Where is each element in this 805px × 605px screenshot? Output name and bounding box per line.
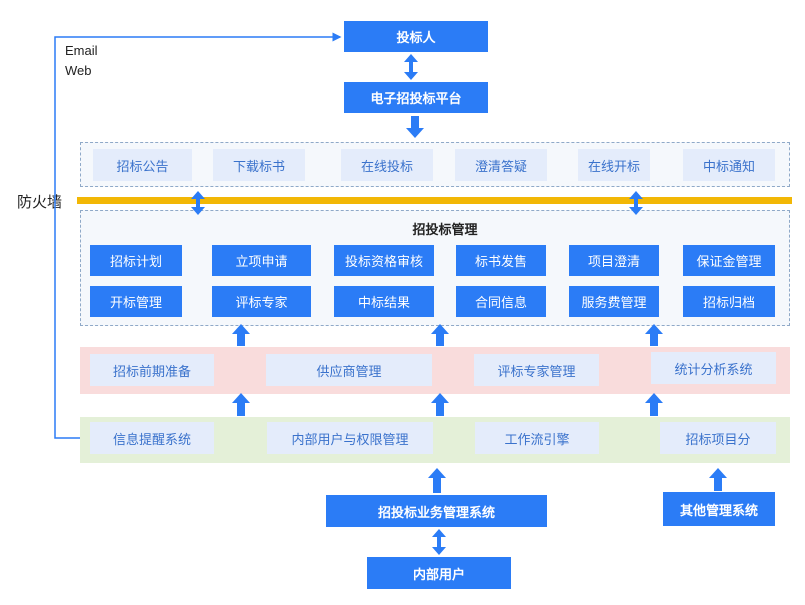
firewall-label: 防火墙 — [17, 194, 63, 211]
management-item: 合同信息 — [456, 286, 546, 317]
management-item: 招标归档 — [683, 286, 775, 317]
bidder-box: 投标人 — [344, 21, 488, 52]
management-item: 招标计划 — [90, 245, 182, 276]
firewall-right-arrow — [629, 191, 643, 215]
pink-band-item: 供应商管理 — [266, 354, 432, 386]
management-item: 服务费管理 — [569, 286, 659, 317]
platform-box: 电子招投标平台 — [344, 82, 488, 113]
portal-item: 中标通知 — [683, 149, 775, 181]
management-item: 保证金管理 — [683, 245, 775, 276]
pink-up-arrow-1 — [232, 324, 250, 346]
portal-panel — [80, 142, 790, 187]
portal-item: 澄清答疑 — [455, 149, 547, 181]
management-title: 招投标管理 — [412, 222, 478, 237]
pink-band-item: 评标专家管理 — [474, 354, 599, 386]
green-band-item: 工作流引擎 — [475, 422, 599, 454]
bidder-platform-arrow — [404, 54, 418, 80]
internal-users-box: 内部用户 — [367, 557, 511, 589]
other-system-box: 其他管理系统 — [663, 492, 775, 526]
green-up-arrow-2 — [431, 393, 449, 416]
portal-item: 招标公告 — [93, 149, 192, 181]
management-item: 项目澄清 — [569, 245, 659, 276]
portal-item: 在线投标 — [341, 149, 433, 181]
management-item: 中标结果 — [334, 286, 434, 317]
management-item: 评标专家 — [212, 286, 311, 317]
business-up-arrow — [428, 468, 446, 493]
business-users-arrow — [432, 529, 446, 555]
management-item: 立项申请 — [212, 245, 311, 276]
email-web-connector — [54, 32, 342, 439]
channel-email-label: Email — [65, 43, 98, 58]
channel-web-label: Web — [65, 63, 92, 78]
green-band-item: 信息提醒系统 — [90, 422, 214, 454]
portal-item: 在线开标 — [578, 149, 650, 181]
firewall-left-arrow — [191, 191, 205, 215]
other-up-arrow — [709, 468, 727, 491]
management-item: 开标管理 — [90, 286, 182, 317]
platform-portal-arrow — [406, 116, 424, 138]
business-system-box: 招投标业务管理系统 — [326, 495, 547, 527]
green-band-item: 内部用户与权限管理 — [267, 422, 433, 454]
green-band-item: 招标项目分 — [660, 422, 776, 454]
firewall-bar — [77, 197, 792, 204]
green-up-arrow-1 — [232, 393, 250, 416]
management-panel — [80, 210, 790, 326]
management-item: 标书发售 — [456, 245, 546, 276]
portal-item: 下载标书 — [213, 149, 305, 181]
management-item: 投标资格审核 — [334, 245, 434, 276]
pink-up-arrow-3 — [645, 324, 663, 346]
green-up-arrow-3 — [645, 393, 663, 416]
pink-up-arrow-2 — [431, 324, 449, 346]
pink-band-item: 统计分析系统 — [651, 352, 776, 384]
pink-band-item: 招标前期准备 — [90, 354, 214, 386]
